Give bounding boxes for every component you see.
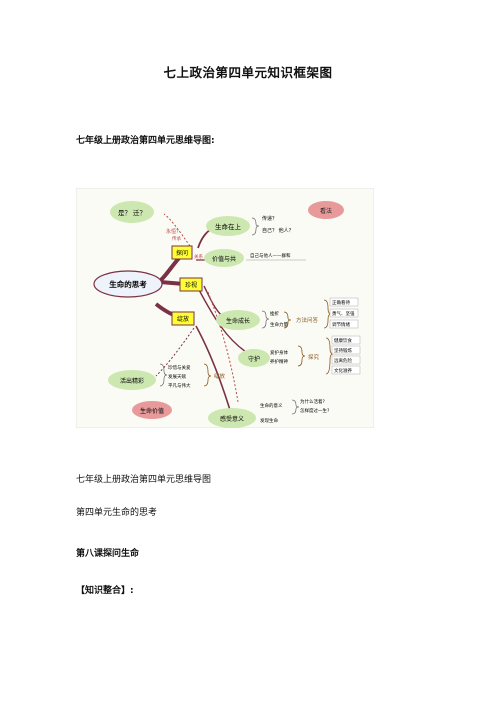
method-item-1: 正确看待: [332, 299, 350, 306]
heritage-label: 看法: [320, 207, 332, 215]
cloud-protect: [238, 349, 270, 367]
top-note: 永恒？: [166, 228, 181, 235]
value-common-item: 自己与他人——群和: [250, 252, 291, 259]
center-node: [93, 270, 163, 298]
live-item-3: 平凡与伟大: [168, 382, 191, 389]
growth-item-1: 挫折: [270, 310, 279, 317]
life-up-item-2: 自己？ 他人？: [262, 227, 294, 234]
center-label: 生命的思考: [109, 279, 147, 289]
method-label: 方法问答: [296, 316, 319, 324]
unit-line: 第四单元生命的思考: [76, 508, 158, 518]
box-cherish: [179, 277, 203, 292]
method-item-2: 勇气、坚强: [332, 310, 355, 317]
growth-item-2: 生命力量: [270, 321, 288, 328]
box-bloom: [171, 311, 195, 326]
protect-method-item-2: 坚持锻炼: [334, 347, 352, 354]
cloud-top: [110, 201, 154, 223]
protect-method-item-3: 远离危险: [334, 357, 352, 364]
mindmap-image: 是？ 迁？ 永恒？ 生命在上 传递？ 自己？ 他人？ 看法 探问 传承 关系 价…: [75, 187, 375, 429]
document-title: 七上政治第四单元知识框架图: [163, 65, 333, 80]
live-item-2: 发展天赋: [168, 373, 186, 380]
meaning-question-2: 怎样度过一生?: [300, 407, 330, 414]
protect-method-label: 探究: [308, 353, 320, 361]
box-cherish-label: 珍视: [185, 281, 197, 289]
life-up-item-1: 传递？: [262, 215, 277, 222]
meaning-item-1: 生命的意义: [260, 402, 283, 409]
mindmap-caption: 七年级上册政治第四单元思维导图: [76, 475, 212, 485]
meaning-item-2: 发现生命: [260, 417, 278, 424]
heritage-note: 传承: [172, 235, 181, 242]
lesson-heading: 第八课探问生命: [76, 549, 140, 559]
value-common-label: 价值与共: [212, 255, 236, 263]
value-label: 生命价值: [140, 407, 164, 415]
mindmap-subheading: 七年级上册政治第四单元思维导图:: [76, 136, 215, 146]
box-explore-label: 探问: [176, 249, 188, 257]
protect-item-1: 爱护身体: [270, 349, 288, 356]
protect-method-item-4: 文化滋养: [334, 367, 352, 374]
box-explore: [171, 245, 193, 260]
live-item-1: 珍惜与关爱: [168, 364, 191, 371]
cloud-top-label: 是？ 迁？: [118, 208, 146, 217]
cloud-meaning: [208, 408, 256, 428]
growth-label: 生命成长: [226, 317, 250, 325]
section-label: 【知识整合】:: [76, 586, 134, 596]
cloud-value-common: [204, 249, 244, 267]
cloud-value: [132, 401, 172, 419]
live-label: 活出精彩: [120, 377, 144, 385]
heritage-cloud: [308, 201, 344, 219]
box-bloom-label: 绽放: [177, 315, 189, 323]
protect-label: 守护: [248, 355, 260, 363]
cloud-growth: [216, 310, 260, 330]
cloud-life-up: [206, 216, 250, 236]
meaning-question-1: 为什么活着?: [300, 398, 325, 405]
protect-method-item-1: 健康饮食: [334, 337, 352, 344]
life-up-label: 生命在上: [215, 222, 242, 231]
relation-note: 关系: [194, 253, 203, 260]
cloud-live: [108, 370, 156, 390]
protect-item-2: 养护精神: [270, 358, 288, 365]
method-item-3: 调节情绪: [332, 321, 350, 328]
decide-label: 绽放: [214, 372, 226, 380]
meaning-label: 感受意义: [220, 415, 244, 423]
